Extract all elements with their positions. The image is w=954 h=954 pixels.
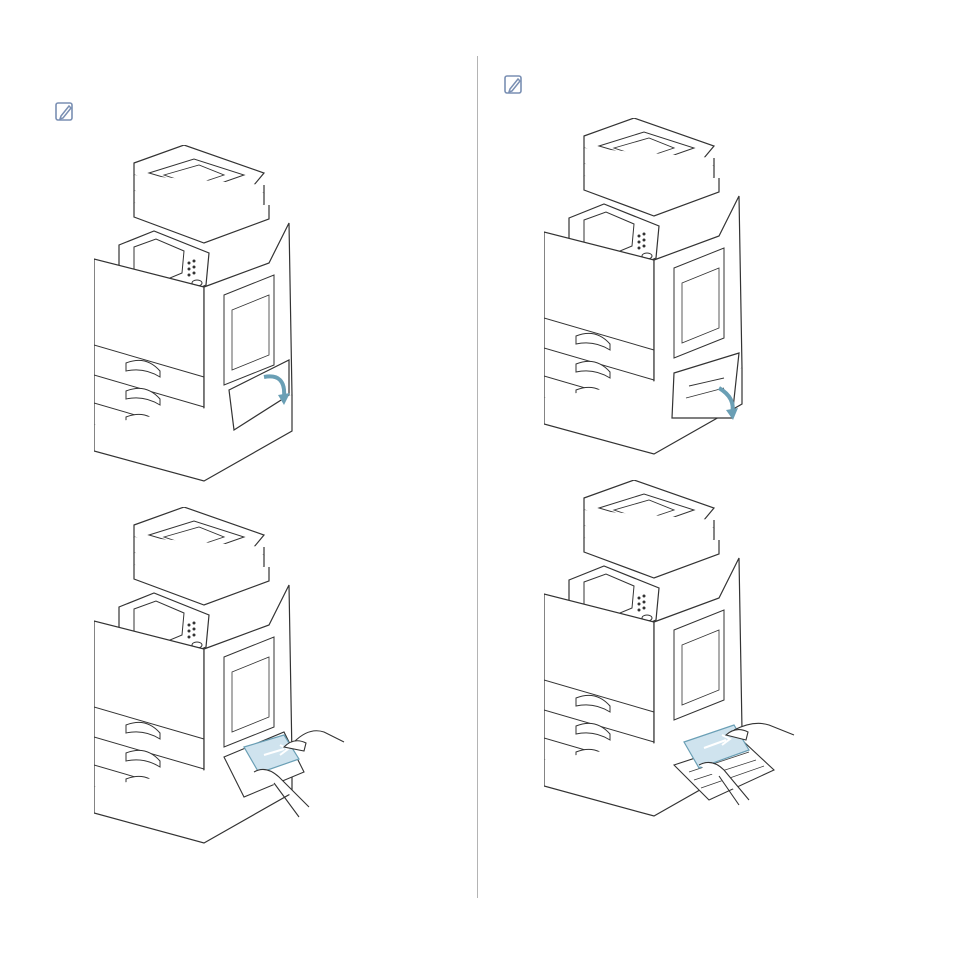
right-note-icon — [503, 74, 525, 96]
figure-printer-lower-cover-open — [544, 118, 764, 458]
note-pencil-icon — [54, 101, 76, 123]
figure-printer-side-cover-open — [94, 145, 314, 485]
column-divider — [477, 56, 478, 898]
left-note-icon — [54, 101, 76, 123]
figure-printer-jam-removal-tray — [544, 480, 764, 820]
note-pencil-icon — [503, 74, 525, 96]
figure-printer-jam-removal — [94, 507, 314, 847]
